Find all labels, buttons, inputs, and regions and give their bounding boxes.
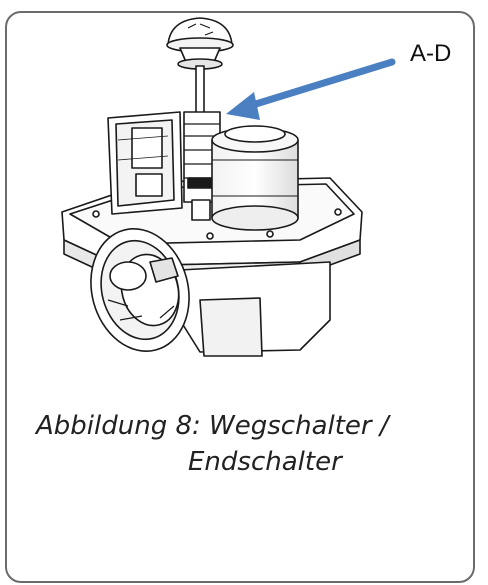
callout-label: A-D bbox=[410, 40, 452, 67]
actuator-illustration bbox=[61, 17, 396, 357]
caption-line-1: Abbildung 8: Wegschalter / bbox=[36, 411, 389, 441]
callout-arrow bbox=[226, 58, 396, 120]
figure-caption: Abbildung 8: Wegschalter / Endschalter bbox=[36, 408, 466, 480]
caption-line-2: Endschalter bbox=[188, 447, 342, 477]
